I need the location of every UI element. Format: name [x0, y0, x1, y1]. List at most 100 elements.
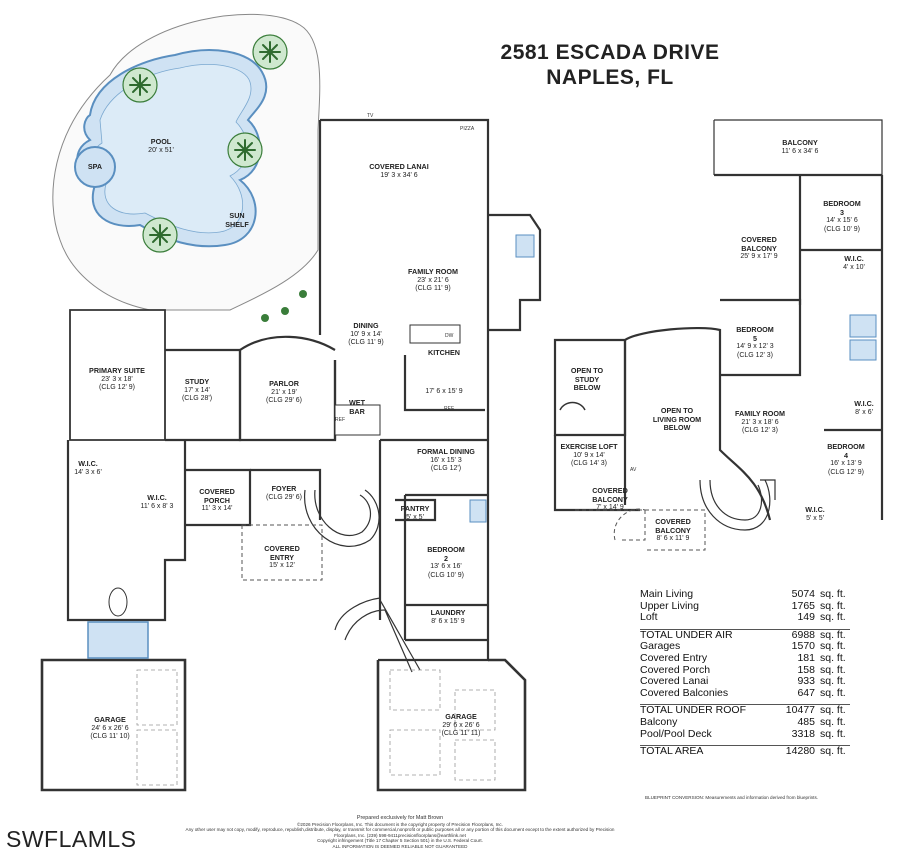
covered-entry-outline [241, 524, 323, 581]
room-wic-bed4: W.I.C.5' x 5' [805, 505, 825, 522]
primary-tub [108, 587, 128, 617]
property-address-title: 2581 ESCADA DRIVE NAPLES, FL [480, 40, 740, 90]
area-row-value: 149 [797, 611, 815, 624]
area-row-label: Pool/Pool Deck [640, 727, 712, 740]
area-row-label: TOTAL UNDER AIR [640, 628, 760, 642]
area-row: Upper Living 1765 sq. ft. [640, 599, 850, 613]
room-kitchen-dims: 17' 6 x 15' 9 [425, 388, 463, 395]
area-row-value: 14280 [760, 745, 820, 758]
main-floor-walls [40, 118, 542, 792]
upper-floor-walls [553, 119, 884, 521]
room-sun-shelf: SUN SHELF [225, 211, 249, 229]
area-row: Loft 149 sq. ft. [640, 612, 850, 624]
area-summary-rows: Main Living 5074 sq. ft. Upper Living 1765 sq… [640, 588, 850, 758]
room-wic-primary-1: W.I.C.14' 3 x 6' [74, 459, 102, 476]
area-row-label: Upper Living [640, 599, 699, 612]
area-row-unit: sq. ft. [820, 599, 846, 612]
footer-usage: Any other user may not copy, modify, rep… [185, 827, 615, 838]
fixture-dw: DW [445, 333, 454, 339]
pantry-glass [469, 499, 487, 523]
primary-bath-glass [87, 621, 149, 659]
area-row-label: TOTAL AREA [640, 745, 760, 758]
area-row-label: Main Living [640, 588, 694, 600]
upper-balcony-dashed [575, 508, 706, 551]
area-row-value: 181 [797, 651, 815, 664]
kitchen-island [409, 324, 461, 344]
room-wic-primary-2: W.I.C.11' 6 x 8' 3 [140, 493, 174, 510]
address-street: 2581 ESCADA DRIVE [500, 41, 720, 64]
area-row-label: Garages [640, 640, 681, 653]
address-city: NAPLES, FL [546, 66, 674, 89]
area-row-label: Loft [640, 611, 658, 624]
upper-bath-glass-1 [849, 314, 877, 338]
area-row-unit: sq. ft. [820, 640, 846, 653]
fixture-av: AV [630, 467, 637, 473]
area-row-value: 158 [797, 663, 815, 676]
main-stairs [304, 489, 421, 673]
footer-disclaimer: ALL INFORMATION IS DEEMED RELIABLE NOT G… [332, 843, 468, 849]
palm-fronds [129, 41, 281, 246]
small-plants [261, 290, 307, 322]
area-row: Garages 1570 sq. ft. [640, 641, 850, 653]
area-row-value: 485 [797, 715, 815, 728]
area-row-value: 5074 [791, 588, 815, 600]
fixture-tv: TV [367, 113, 374, 119]
room-foyer: FOYER(CLG 29' 6) [266, 484, 302, 501]
footer-prepared: Prepared exclusively for Matt Brown [356, 815, 444, 821]
upper-stairs [699, 479, 776, 531]
blueprint-note: BLUEPRINT CONVERSION: Measurements and i… [645, 795, 819, 800]
area-row-label: Covered Lanai [640, 675, 709, 688]
fixture-pizza: PIZZA [460, 126, 475, 132]
mls-watermark: SWFLAMLS [6, 826, 137, 852]
area-summary-table: Main Living 5074 sq. ft. Upper Living 1765 sq… [640, 588, 850, 758]
room-open-to-study: OPEN TO STUDY BELOW [570, 366, 604, 392]
area-row-value: 3318 [791, 727, 815, 740]
area-row-unit: sq. ft. [820, 715, 846, 728]
upper-bath-glass-2 [849, 339, 877, 361]
garage-car-outlines [136, 669, 496, 786]
area-row-unit: sq. ft. [820, 628, 850, 642]
copyright-footer: Prepared exclusively for Matt Brown ©202… [180, 815, 620, 850]
area-row-unit: sq. ft. [820, 611, 846, 624]
fixture-ref-bar: REF [335, 417, 345, 423]
area-row-value: 1570 [791, 640, 815, 653]
area-row-label: Covered Porch [640, 663, 711, 676]
area-row-unit: sq. ft. [820, 675, 846, 688]
room-wic-bed3: W.I.C.4' x 10' [843, 254, 865, 271]
room-open-to-living: OPEN TO LIVING ROOM BELOW [652, 406, 702, 432]
area-row-value: 1765 [791, 599, 815, 612]
area-row-value: 10477 [760, 704, 820, 717]
area-row-unit: sq. ft. [820, 588, 846, 600]
